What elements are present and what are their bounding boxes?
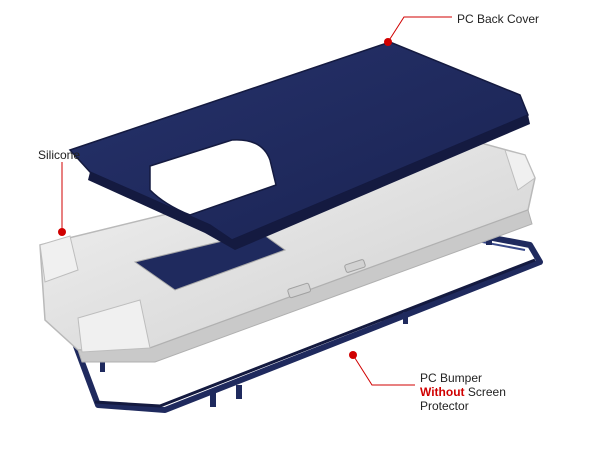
label-pc-bumper-line1: PC Bumper xyxy=(420,371,483,385)
label-without-emphasis: Without xyxy=(420,385,465,399)
label-pc-bumper: PC Bumper Without Screen Protector xyxy=(420,371,506,413)
label-silicone: Silicone xyxy=(38,148,80,162)
label-screen-text: Screen xyxy=(464,385,506,399)
label-silicone-text: Silicone xyxy=(38,148,81,162)
label-pc-bumper-line3: Protector xyxy=(420,399,469,413)
callout-bumper-leader xyxy=(349,351,415,386)
pc-back-cover xyxy=(68,41,530,250)
label-pc-bumper-line2: Without Screen xyxy=(420,385,506,399)
silicone-sleeve xyxy=(39,139,536,363)
label-pc-back-cover-text: PC Back Cover xyxy=(457,12,540,26)
callout-silicone-leader xyxy=(58,162,66,236)
callout-back-cover-leader xyxy=(384,16,452,46)
label-pc-back-cover: PC Back Cover xyxy=(457,12,539,26)
